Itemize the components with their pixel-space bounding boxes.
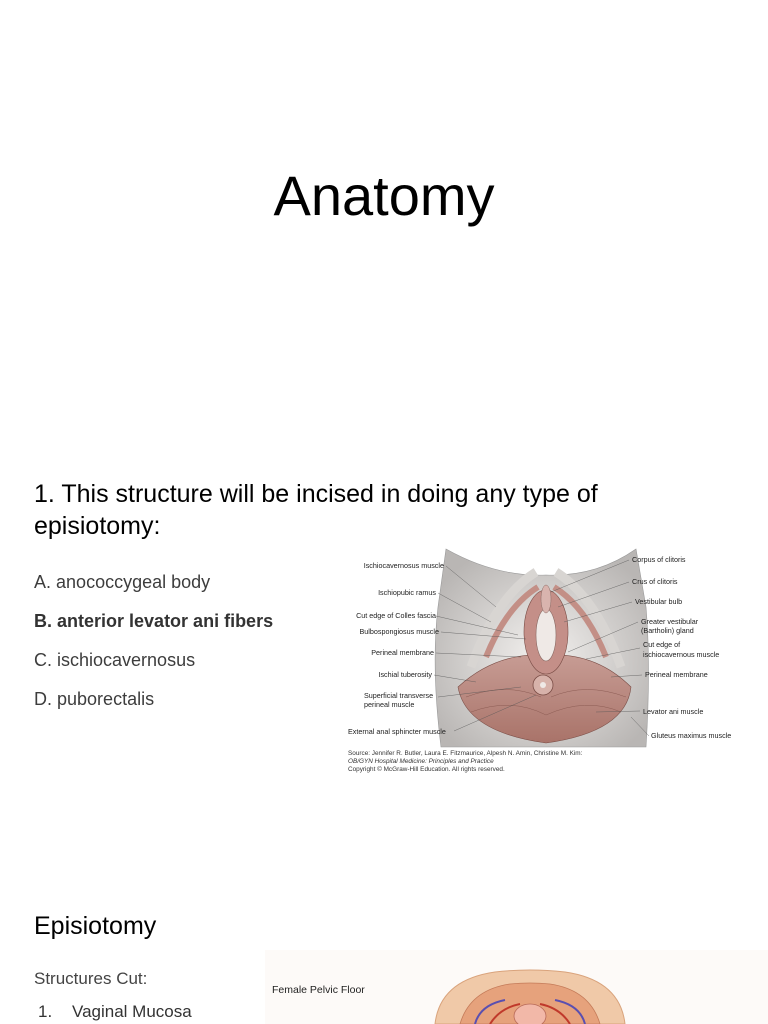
option-c: C. ischiocavernosus bbox=[34, 648, 195, 672]
label-cut-edge-of: Cut edge of bbox=[643, 640, 680, 649]
option-b: B. anterior levator ani fibers bbox=[34, 609, 273, 633]
anus-shape bbox=[540, 682, 546, 688]
blood-vessels-shape bbox=[474, 999, 586, 1024]
label-perineal-membrane-left: Perineal membrane bbox=[371, 648, 434, 657]
label-bulbospongiosus: Bulbospongiosus muscle bbox=[359, 627, 439, 636]
label-crus-clitoris: Crus of clitoris bbox=[632, 577, 678, 586]
figure-label: Female Pelvic Floor bbox=[272, 984, 365, 996]
label-ischiocavernosus-muscle: Ischiocavernosus muscle bbox=[364, 561, 444, 570]
left-ischiocavernosus-shape bbox=[483, 584, 540, 659]
vaginal-orifice-shape bbox=[535, 608, 557, 662]
option-a: A. anococcygeal body bbox=[34, 570, 210, 594]
pelvic-floor-diagram: Ischiocavernosus muscle Ischiopubic ramu… bbox=[348, 548, 731, 773]
pelvic-floor-muscle-shape bbox=[459, 982, 601, 1024]
question-text: 1. This structure will be incised in doi… bbox=[34, 480, 598, 540]
levator-ani-shape bbox=[457, 654, 632, 744]
label-greater-vestibular: Greater vestibular bbox=[641, 617, 699, 626]
label-perineal-membrane-right: Perineal membrane bbox=[645, 670, 708, 679]
option-text: anterior levator ani fibers bbox=[57, 611, 274, 631]
option-letter: D. bbox=[34, 689, 52, 709]
label-ischial-tuberosity: Ischial tuberosity bbox=[378, 670, 432, 679]
slide-title: Anatomy bbox=[273, 164, 495, 227]
right-ramus-shape bbox=[553, 568, 626, 669]
label-ischiopubic-ramus: Ischiopubic ramus bbox=[378, 588, 436, 597]
list-item: 1. Vaginal Mucosa bbox=[38, 1001, 192, 1023]
right-leader-lines bbox=[550, 559, 650, 737]
list-text: Vaginal Mucosa bbox=[72, 1002, 192, 1021]
option-text: ischiocavernosus bbox=[57, 650, 196, 670]
figure-source-book: OB/GYN Hospital Medicine: Principles and… bbox=[348, 758, 494, 765]
clitoris-shape bbox=[540, 584, 552, 614]
option-text: anococcygeal body bbox=[56, 572, 211, 592]
left-leader-lines bbox=[433, 565, 537, 732]
option-letter: B. bbox=[34, 611, 52, 631]
left-ramus-shape bbox=[466, 568, 539, 669]
label-bartholin-gland: (Bartholin) gland bbox=[641, 626, 694, 635]
section-subheading: Structures Cut: bbox=[34, 969, 148, 988]
list-number: 1. bbox=[38, 1002, 53, 1021]
label-levator-ani: Levator ani muscle bbox=[643, 707, 703, 716]
label-gluteus-maximus: Gluteus maximus muscle bbox=[651, 731, 731, 740]
right-ischiocavernosus-shape bbox=[552, 584, 609, 659]
label-vestibular-bulb: Vestibular bulb bbox=[635, 597, 682, 606]
option-d: D. puborectalis bbox=[34, 687, 154, 711]
label-cut-edge-colles: Cut edge of Colles fascia bbox=[356, 611, 436, 620]
figure-source-line: Source: Jennifer R. Butler, Laura E. Fit… bbox=[348, 750, 583, 757]
label-external-anal-sphincter: External anal sphincter muscle bbox=[348, 727, 446, 736]
label-perineal-muscle: perineal muscle bbox=[364, 700, 414, 709]
muscle-fiber-lines bbox=[465, 689, 627, 716]
option-text: puborectalis bbox=[57, 689, 155, 709]
label-superficial-transverse: Superficial transverse bbox=[364, 691, 433, 700]
label-corpus-clitoris: Corpus of clitoris bbox=[632, 555, 686, 564]
arteries-shape bbox=[489, 1003, 571, 1024]
label-ischiocavernous-muscle: ischiocavernous muscle bbox=[643, 650, 719, 659]
figure-copyright: Copyright © McGraw-Hill Education. All r… bbox=[348, 765, 505, 773]
female-pelvic-floor-figure: Female Pelvic Floor bbox=[265, 950, 768, 1024]
option-letter: A. bbox=[34, 572, 52, 592]
option-letter: C. bbox=[34, 650, 52, 670]
section-title: Episiotomy bbox=[34, 912, 157, 940]
vulva-shape bbox=[513, 1003, 547, 1024]
